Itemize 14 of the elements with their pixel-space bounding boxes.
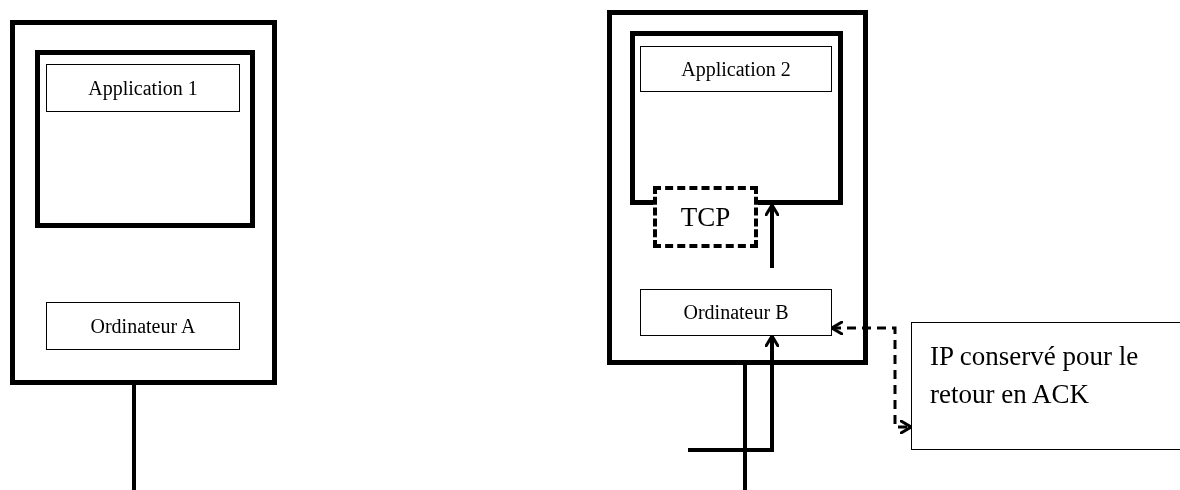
- cable-line: [132, 385, 136, 490]
- text-box: Application 1: [46, 64, 240, 112]
- application-window: [35, 50, 255, 228]
- arrow: [764, 203, 780, 268]
- computer-frame: [607, 10, 868, 365]
- arrow: [688, 334, 780, 452]
- computer-frame: [10, 20, 277, 385]
- arrow: [830, 320, 913, 435]
- text-box: Ordinateur B: [640, 289, 832, 336]
- text-box: Application 2: [640, 46, 832, 92]
- note-box: IP conservé pour le retour en ACK: [911, 322, 1180, 450]
- text-box: Ordinateur A: [46, 302, 240, 350]
- dashed-box: TCP: [653, 186, 758, 248]
- cable-line: [743, 365, 747, 490]
